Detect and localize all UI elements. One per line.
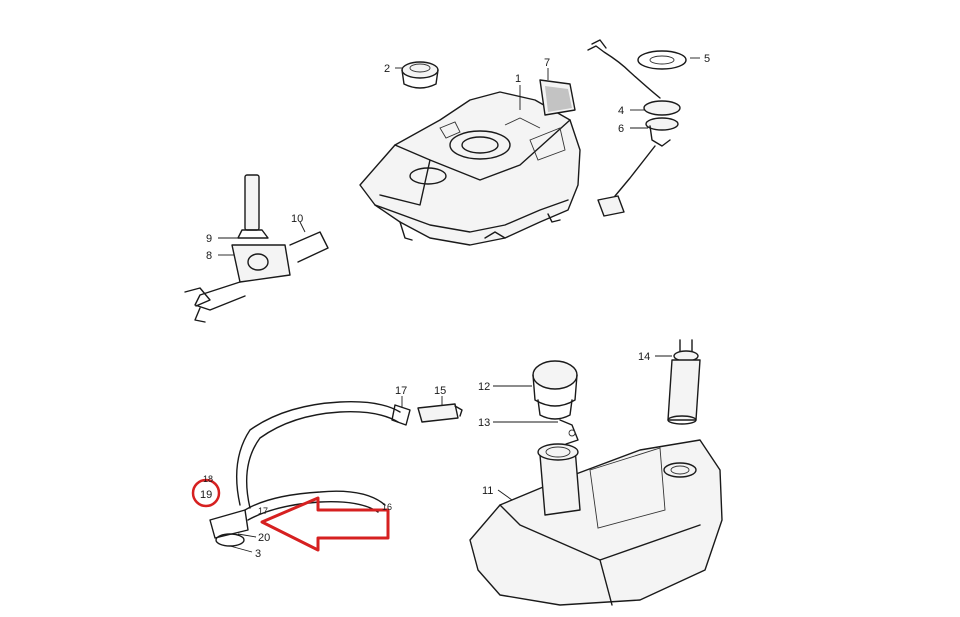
- callout-labels: 1 2 7 5 4 6 9 8 10 17 15 12 13 14 11 18 …: [200, 53, 710, 560]
- callout-17a: 17: [395, 385, 407, 397]
- callout-14: 14: [638, 351, 650, 363]
- circle-highlight-icon: [191, 478, 221, 508]
- callout-6: 6: [618, 123, 624, 135]
- callout-3: 3: [255, 548, 261, 560]
- highlight-annotation: [191, 478, 390, 552]
- callout-15: 15: [434, 385, 446, 397]
- callout-4: 4: [618, 105, 624, 117]
- oil-level-sensor: [667, 339, 701, 425]
- callout-7: 7: [544, 57, 550, 69]
- callout-11: 11: [482, 485, 493, 497]
- oil-cap: [532, 360, 578, 420]
- callout-1: 1: [515, 73, 521, 85]
- filter-sponge: [539, 79, 576, 116]
- callout-19: 19: [200, 489, 212, 501]
- callout-10: 10: [291, 213, 303, 225]
- callout-8: 8: [206, 250, 212, 262]
- callout-18: 18: [203, 474, 213, 484]
- callout-2: 2: [384, 63, 390, 75]
- callout-16: 16: [382, 502, 392, 512]
- fuel-tap: [184, 174, 329, 323]
- fuel-tank: [359, 91, 581, 246]
- tank-cap: [401, 61, 439, 89]
- callout-20: 20: [258, 532, 270, 544]
- oil-tank: [469, 439, 723, 606]
- fuel-gauge-sender: [587, 39, 687, 217]
- callout-17b: 17: [258, 506, 268, 516]
- callout-13: 13: [478, 417, 490, 429]
- callout-5: 5: [704, 53, 710, 65]
- fuel-hose: [209, 401, 463, 547]
- cap-strap: [559, 419, 579, 445]
- arrow-left-icon: [260, 496, 390, 552]
- leader-lines: [218, 57, 700, 553]
- callout-9: 9: [206, 233, 212, 245]
- callout-12: 12: [478, 381, 490, 393]
